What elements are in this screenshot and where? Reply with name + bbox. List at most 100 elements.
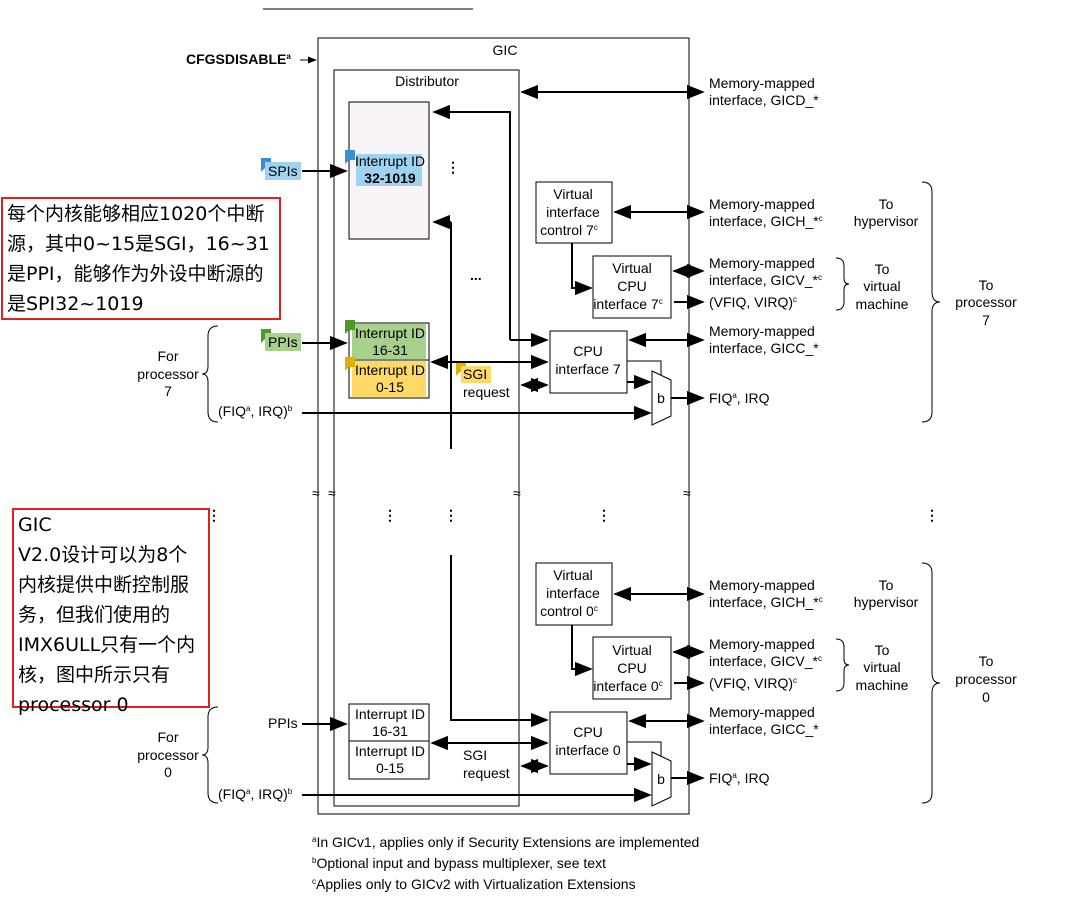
spis-highlight	[265, 162, 301, 180]
footnote-c: cApplies only to GICv2 with Virtualizati…	[312, 876, 636, 892]
ppis-label-0: PPIs	[268, 715, 298, 731]
break-mark-1: ≈	[312, 485, 320, 501]
to-processor-0-line3: 0	[982, 689, 990, 705]
gicv7-line1: Memory-mapped	[709, 255, 815, 271]
to-vm-0-line2: virtual	[863, 659, 900, 675]
cpu0-to-mux	[627, 741, 662, 757]
mux7-label: b	[657, 390, 665, 406]
gicc0-line1: Memory-mapped	[709, 704, 815, 720]
for-processor-7-line3: 7	[164, 383, 172, 399]
break-dots-5: ⋮	[925, 507, 939, 523]
to-processor-7-line2: processor	[955, 294, 1017, 310]
break-dots-1: ⋮	[207, 507, 221, 523]
processor0-brace	[921, 562, 941, 804]
sgi-request-7-line2: request	[463, 384, 510, 400]
vcpu0-line1: Virtual	[612, 642, 651, 658]
spi-to-cpu7-line	[432, 104, 511, 340]
gicc0-line2: interface, GICC_*	[709, 721, 819, 737]
break-mark-4: ≈	[683, 485, 691, 501]
to-hypervisor-7-line1: To	[879, 196, 894, 212]
break-dots-2: ⋮	[383, 507, 397, 523]
to-hypervisor-0-line1: To	[879, 577, 894, 593]
spi-id-line2: 32-1019	[364, 170, 416, 186]
gicv0-line1: Memory-mapped	[709, 636, 815, 652]
cpu7-line2: interface 7	[555, 361, 621, 377]
to-vm-7-line1: To	[875, 261, 890, 277]
to-processor-7-line1: To	[979, 277, 994, 293]
cpu-interface-7	[549, 330, 628, 394]
fiq0-out-label: FIQa, IRQ	[709, 770, 770, 786]
vic0-line2: interface	[546, 585, 600, 601]
ppi0-line2: 16-31	[372, 723, 408, 739]
spi-bus-to-cpu0	[450, 555, 549, 728]
for-processor-0-brace	[201, 706, 219, 804]
gich0-line2: interface, GICH_*c	[709, 594, 823, 610]
ppi7-line2: 16-31	[372, 342, 408, 358]
to-processor-0-line1: To	[979, 653, 994, 669]
vic7-line2: interface	[546, 204, 600, 220]
sgi-request-highlight-7	[461, 366, 491, 383]
to-hypervisor-0-line2: hypervisor	[854, 594, 919, 610]
for-processor-7-brace	[201, 325, 219, 423]
gich7-line1: Memory-mapped	[709, 196, 815, 212]
gich7-line2: interface, GICH_*c	[709, 213, 823, 229]
sgi-comment-icon	[345, 357, 355, 371]
spi-comment-icon	[345, 150, 355, 164]
gicd-line2: interface, GICD_*	[709, 92, 819, 108]
cpu0-line2: interface 0	[555, 742, 621, 758]
annotation-interrupt-sources: 每个内核能够相应1020个中断源，其中0~15是SGI，16~31是PPI，能够…	[1, 197, 281, 320]
footnote-a: aIn GICv1, applies only if Security Exte…	[312, 834, 699, 850]
ppi0-line1: Interrupt ID	[355, 706, 425, 722]
vm0-brace	[835, 638, 850, 692]
gich0-line1: Memory-mapped	[709, 577, 815, 593]
vfiq0-label: (VFIQ, VIRQ)c	[709, 675, 797, 691]
break-dots-4: ⋮	[597, 507, 611, 523]
spi-highlight	[356, 154, 422, 186]
sgi0-line2: 0-15	[376, 760, 404, 776]
vic7-to-vcpu7	[571, 243, 593, 296]
sgi-request-0-line1: SGI	[463, 747, 487, 763]
gicv0-line2: interface, GICV_*c	[709, 653, 822, 669]
for-processor-7-line1: For	[158, 348, 179, 364]
break-dots-3: ⋮	[444, 507, 458, 523]
cfgsdisable-label: CFGSDISABLEa	[186, 51, 291, 67]
distributor-label: Distributor	[395, 73, 459, 89]
ppi7-line1: Interrupt ID	[355, 325, 425, 341]
vic0-line3: control 0c	[540, 603, 598, 619]
to-processor-0-line2: processor	[955, 671, 1017, 687]
mux0-label: b	[657, 771, 665, 787]
cpu7-to-mux	[627, 360, 662, 376]
sgi0-line1: Interrupt ID	[355, 743, 425, 759]
ppi-comment-icon	[345, 320, 355, 334]
virtual-cpu-interface-0	[592, 636, 672, 700]
gic-title: GIC	[493, 42, 518, 58]
gicc7-line1: Memory-mapped	[709, 323, 815, 339]
vfiq7-label: (VFIQ, VIRQ)c	[709, 294, 797, 310]
vm7-brace	[835, 257, 850, 311]
to-vm-7-line2: virtual	[863, 278, 900, 294]
gicc7-line2: interface, GICC_*	[709, 340, 819, 356]
sgi7-line1: Interrupt ID	[355, 362, 425, 378]
vic0-line1: Virtual	[553, 567, 592, 583]
for-processor-0-line1: For	[158, 729, 179, 745]
mux-7	[651, 370, 672, 426]
spi-dots: ⋮	[446, 159, 460, 175]
vcpu0-line3: interface 0c	[593, 678, 662, 694]
to-processor-7-line3: 7	[982, 312, 990, 328]
annotation-gic-v2-cores: GIC V2.0设计可以为8个内核提供中断控制服务，但我们使用的IMX6ULL只…	[12, 508, 210, 716]
to-hypervisor-7-line2: hypervisor	[854, 213, 919, 229]
distributor-ellipsis: ...	[470, 267, 482, 283]
ppis-label-7: PPIs	[268, 334, 298, 350]
vic0-to-vcpu0	[571, 625, 593, 677]
sgi-highlight-7	[352, 361, 426, 397]
ppi-highlight-7	[352, 324, 426, 359]
to-vm-7-line3: machine	[856, 296, 909, 312]
spis-label: SPIs	[268, 163, 298, 179]
virtual-cpu-interface-7	[592, 255, 672, 319]
sgi-request-7-line1: SGI	[463, 366, 487, 382]
break-mark-2: ≈	[328, 485, 336, 501]
distributor-box	[333, 69, 520, 807]
virtual-interface-control-7	[535, 181, 613, 244]
ppis-highlight-7	[265, 333, 301, 351]
